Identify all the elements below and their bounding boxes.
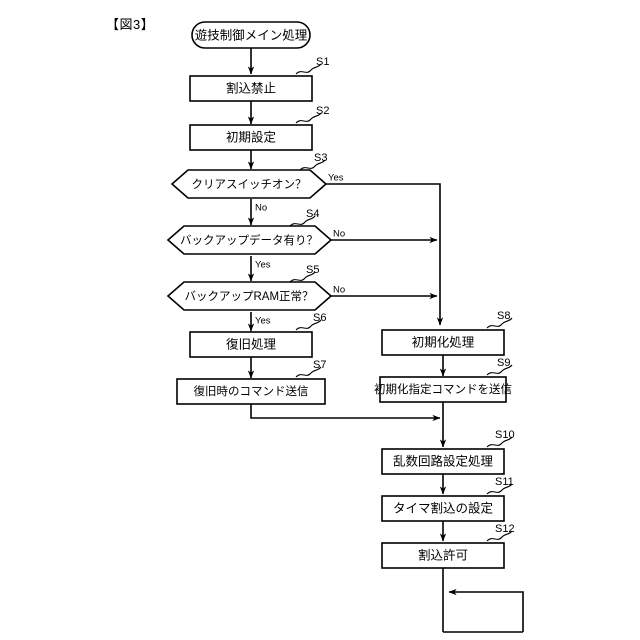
edge-s3-yes-to-right-rail [326, 183, 444, 326]
s3-no-branch-label: No [255, 203, 267, 214]
s11-label: タイマ割込の設定 [393, 500, 493, 515]
s2-leader-line [295, 112, 322, 124]
s10-step-label: S10 [495, 429, 515, 441]
s12-step-label: S12 [495, 523, 515, 535]
s4-yes-branch-label: Yes [255, 260, 271, 271]
figure-number-label: 【図3】 [106, 17, 155, 32]
s2-process-shape [189, 124, 313, 151]
node-s1[interactable]: 割込禁止 S1 [189, 56, 329, 102]
s12-label: 割込許可 [418, 547, 468, 562]
start-terminator-label: 遊技制御メイン処理 [195, 27, 308, 42]
s7-step-label: S7 [313, 359, 326, 371]
s8-label: 初期化処理 [412, 335, 475, 349]
s1-process-shape [189, 75, 313, 102]
s7-leader-line [295, 366, 322, 378]
s5-label: バックアップRAM正常？ [184, 290, 313, 303]
s10-label: 乱数回路設定処理 [393, 453, 494, 468]
s2-label: 初期設定 [226, 129, 276, 144]
node-s10[interactable]: 乱数回路設定処理 S10 [381, 429, 515, 475]
s1-label: 割込禁止 [226, 80, 276, 95]
node-start[interactable]: 遊技制御メイン処理 [191, 21, 311, 49]
s6-process-shape [189, 331, 313, 358]
s9-label: 初期化指定コマンドを送信 [374, 382, 512, 396]
s9-step-label: S9 [497, 357, 510, 369]
s8-process-shape [381, 329, 505, 356]
s5-no-branch-label: No [333, 285, 345, 296]
s3-step-label: S3 [314, 152, 327, 164]
node-s6[interactable]: 復旧処理 S6 [189, 312, 326, 358]
connector-layer [247, 48, 524, 633]
node-s12[interactable]: 割込許可 S12 [381, 523, 515, 569]
s5-leader-line [289, 271, 316, 283]
s1-step-label: S1 [316, 56, 329, 68]
s5-decision-shape [166, 281, 333, 311]
s4-leader-line [289, 215, 316, 227]
node-s4[interactable]: バックアップデータ有り？ S4 No Yes [166, 208, 345, 271]
s3-yes-branch-label: Yes [328, 173, 344, 184]
edge-s7-to-right-rail [250, 404, 441, 422]
s6-step-label: S6 [313, 312, 326, 324]
s7-label: 復旧時のコマンド送信 [194, 384, 309, 398]
s4-no-branch-label: No [333, 229, 345, 240]
s12-process-shape [381, 542, 505, 569]
node-s11[interactable]: タイマ割込の設定 S11 [381, 476, 514, 522]
s6-label: 復旧処理 [226, 336, 277, 351]
s8-step-label: S8 [497, 310, 510, 322]
loop-back-path [448, 588, 524, 632]
s1-leader-line [295, 63, 322, 75]
s5-step-label: S5 [306, 264, 319, 276]
s12-leader-line [486, 530, 513, 542]
node-s2[interactable]: 初期設定 S2 [189, 105, 329, 151]
s4-label: バックアップデータ有り？ [180, 233, 318, 247]
s5-yes-branch-label: Yes [255, 316, 271, 327]
s3-label: クリアスイッチオン？ [192, 178, 307, 191]
s11-process-shape [381, 495, 505, 522]
s3-leader-line [299, 159, 326, 171]
s9-leader-line [486, 364, 513, 376]
s6-leader-line [295, 319, 322, 331]
s8-leader-line [486, 317, 513, 329]
s3-decision-shape [170, 169, 328, 199]
node-s9[interactable]: 初期化指定コマンドを送信 S9 [374, 357, 513, 403]
start-terminator-shape [191, 21, 311, 49]
node-s3[interactable]: クリアスイッチオン？ S3 Yes No [170, 152, 344, 214]
s10-leader-line [486, 436, 513, 448]
s4-decision-shape [166, 225, 333, 255]
node-s8[interactable]: 初期化処理 S8 [381, 310, 513, 356]
s11-step-label: S11 [495, 476, 514, 488]
s11-leader-line [486, 483, 513, 495]
node-s5[interactable]: バックアップRAM正常？ S5 No Yes [166, 264, 345, 327]
s2-step-label: S2 [316, 105, 329, 117]
node-s7[interactable]: 復旧時のコマンド送信 S7 [176, 359, 326, 405]
s4-step-label: S4 [306, 208, 319, 220]
s10-process-shape [381, 448, 505, 475]
s9-process-shape [379, 376, 507, 403]
s7-process-shape [176, 378, 326, 405]
